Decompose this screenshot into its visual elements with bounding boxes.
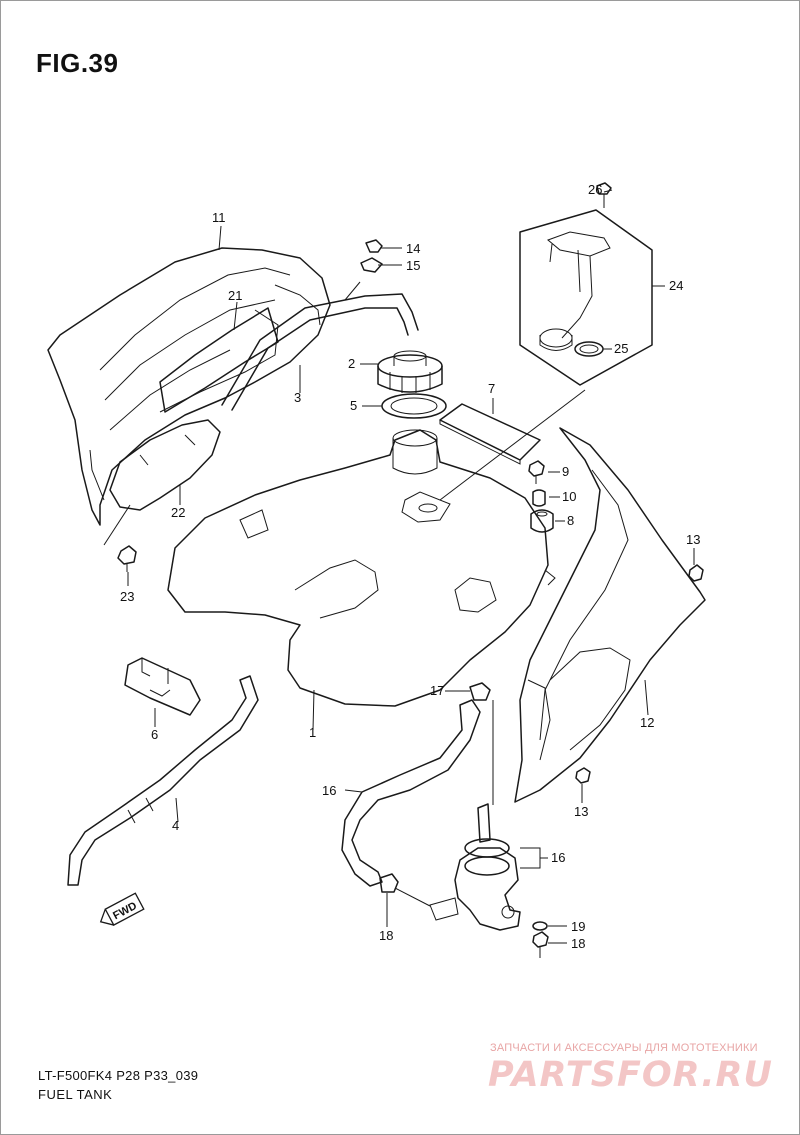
part-16-o-rings <box>464 838 510 876</box>
callout-5: 5 <box>350 398 357 413</box>
leader-lines <box>103 189 695 944</box>
part-2-fuel-cap <box>377 350 443 393</box>
callout-10: 10 <box>562 489 576 504</box>
model-code: LT-F500FK4 P28 P33_039 <box>38 1068 199 1083</box>
callout-25: 25 <box>614 341 628 356</box>
part-19-screw <box>532 931 549 958</box>
part-10-collar <box>532 489 546 507</box>
watermark-tagline: ЗАПЧАСТИ И АКСЕССУАРЫ ДЛЯ МОТОТЕХНИКИ <box>490 1042 758 1054</box>
callout-22: 22 <box>171 505 185 520</box>
part-21-label <box>159 307 279 413</box>
callout-3: 3 <box>294 390 301 405</box>
callout-1: 1 <box>309 725 316 740</box>
part-13-clip-lower <box>575 767 591 784</box>
forward-direction-badge: FWD <box>99 892 145 926</box>
callout-6: 6 <box>151 727 158 742</box>
callout-7: 7 <box>488 381 495 396</box>
callout-2: 2 <box>348 356 355 371</box>
callout-15: 15 <box>406 258 420 273</box>
callout-4: 4 <box>172 818 179 833</box>
callout-labels: 11 21 3 14 15 2 5 7 26 24 25 22 23 9 10 … <box>120 182 700 951</box>
callout-26: 26 <box>588 182 602 197</box>
part-7-pad <box>439 403 541 465</box>
callout-18-lower: 18 <box>379 928 393 943</box>
callout-14: 14 <box>406 241 420 256</box>
part-15-clamp <box>360 257 383 273</box>
part-12-right-side-cover <box>514 427 706 803</box>
callout-18-upper: 17 <box>430 683 444 698</box>
callout-21: 21 <box>228 288 242 303</box>
part-9-bolt <box>528 460 545 484</box>
part-22-bracket <box>109 419 221 511</box>
part-5-cap-gasket <box>381 393 447 419</box>
figure-name: FUEL TANK <box>38 1087 113 1102</box>
part-13-clip-upper <box>688 564 704 582</box>
callout-13-upper: 13 <box>686 532 700 547</box>
callout-19: 18 <box>571 936 585 951</box>
part-18-clamp-lower <box>379 873 399 893</box>
part-14-clip <box>365 239 383 253</box>
part-25-gasket <box>574 341 604 357</box>
callout-23: 23 <box>120 589 134 604</box>
part-23-bolt <box>117 545 137 572</box>
watermark-brand: PARTSFOR.RU <box>488 1055 773 1095</box>
figure-title: FIG.39 <box>36 48 119 78</box>
part-1-fuel-tank <box>167 429 556 707</box>
callout-11: 11 <box>212 210 226 225</box>
part-4-hose <box>67 675 259 886</box>
callout-9: 9 <box>562 464 569 479</box>
callout-24: 24 <box>669 278 683 293</box>
callout-13-lower: 13 <box>574 804 588 819</box>
callout-16: 16 <box>551 850 565 865</box>
callout-12: 12 <box>640 715 654 730</box>
callout-8: 8 <box>567 513 574 528</box>
part-8-cushion <box>530 509 554 533</box>
part-17-fuel-hose <box>341 699 481 887</box>
part-18-clamp-upper <box>469 682 491 701</box>
callout-17: 16 <box>322 783 336 798</box>
part-6-bracket <box>124 657 201 716</box>
fuel-valve-assembly <box>394 803 521 931</box>
part-20-washer <box>532 921 548 931</box>
part-3-breather-hose <box>221 293 419 411</box>
callout-20: 19 <box>571 919 585 934</box>
part-24-fuel-level-sender <box>519 209 653 386</box>
